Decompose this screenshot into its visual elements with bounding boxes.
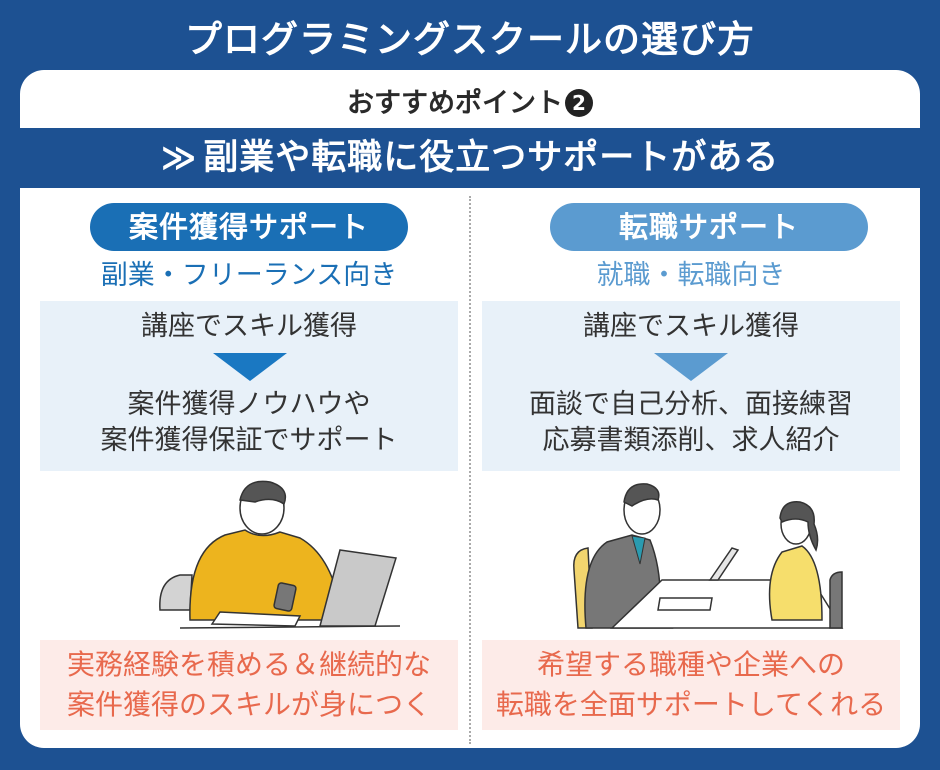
result-line-1: 実務経験を積める＆継続的な xyxy=(66,648,431,681)
pill-label: 転職サポート xyxy=(550,203,868,251)
result-box: 実務経験を積める＆継続的な 案件獲得のスキルが身につく xyxy=(40,640,458,730)
headline-band: ≫副業や転職に役立つサポートがある xyxy=(20,128,920,188)
point-number-badge: 2 xyxy=(565,89,593,117)
page-title: プログラミングスクールの選び方 xyxy=(185,18,755,61)
result-line-1: 希望する職種や企業への xyxy=(536,648,845,681)
result-line-2: 転職を全面サポートしてくれる xyxy=(495,688,887,721)
flow-step-2: 面談で自己分析、面接練習 応募書類添削、求人紹介 xyxy=(482,387,900,459)
double-chevron-right-icon: ≫ xyxy=(160,138,198,178)
man-laptop-illustration-icon xyxy=(159,480,401,629)
flow-step-2: 案件獲得ノウハウや 案件獲得保証でサポート xyxy=(40,387,458,459)
flow-step-2-line-2: 案件獲得保証でサポート xyxy=(100,425,398,456)
column-freelance: 案件獲得サポート 副業・フリーランス向き 講座でスキル獲得 案件獲得ノウハウや … xyxy=(40,188,458,748)
flow-box: 講座でスキル獲得 案件獲得ノウハウや 案件獲得保証でサポート xyxy=(40,301,458,471)
column-divider xyxy=(469,196,471,744)
flow-step-1: 講座でスキル獲得 xyxy=(583,311,799,342)
column-career-change: 転職サポート 就職・転職向き 講座でスキル獲得 面談で自己分析、面接練習 応募書… xyxy=(482,188,900,748)
point-label: おすすめポイント xyxy=(347,88,563,119)
pill-label: 案件獲得サポート xyxy=(90,203,408,251)
headline-text: 副業や転職に役立つサポートがある xyxy=(203,138,780,178)
interview-illustration-icon xyxy=(573,483,844,629)
subtitle: 就職・転職向き xyxy=(596,260,786,291)
flow-step-2-line-2: 応募書類添削、求人紹介 xyxy=(542,425,840,456)
flow-step-1: 講座でスキル獲得 xyxy=(141,311,357,342)
down-arrow-icon xyxy=(213,353,287,381)
flow-box: 講座でスキル獲得 面談で自己分析、面接練習 応募書類添削、求人紹介 xyxy=(482,301,900,471)
down-arrow-icon xyxy=(654,353,728,381)
flow-step-2-line-1: 面談で自己分析、面接練習 xyxy=(529,389,853,420)
result-box: 希望する職種や企業への 転職を全面サポートしてくれる xyxy=(482,640,900,730)
flow-step-2-line-1: 案件獲得ノウハウや xyxy=(127,389,371,420)
result-line-2: 案件獲得のスキルが身につく xyxy=(66,688,431,721)
subtitle: 副業・フリーランス向き xyxy=(100,260,398,291)
